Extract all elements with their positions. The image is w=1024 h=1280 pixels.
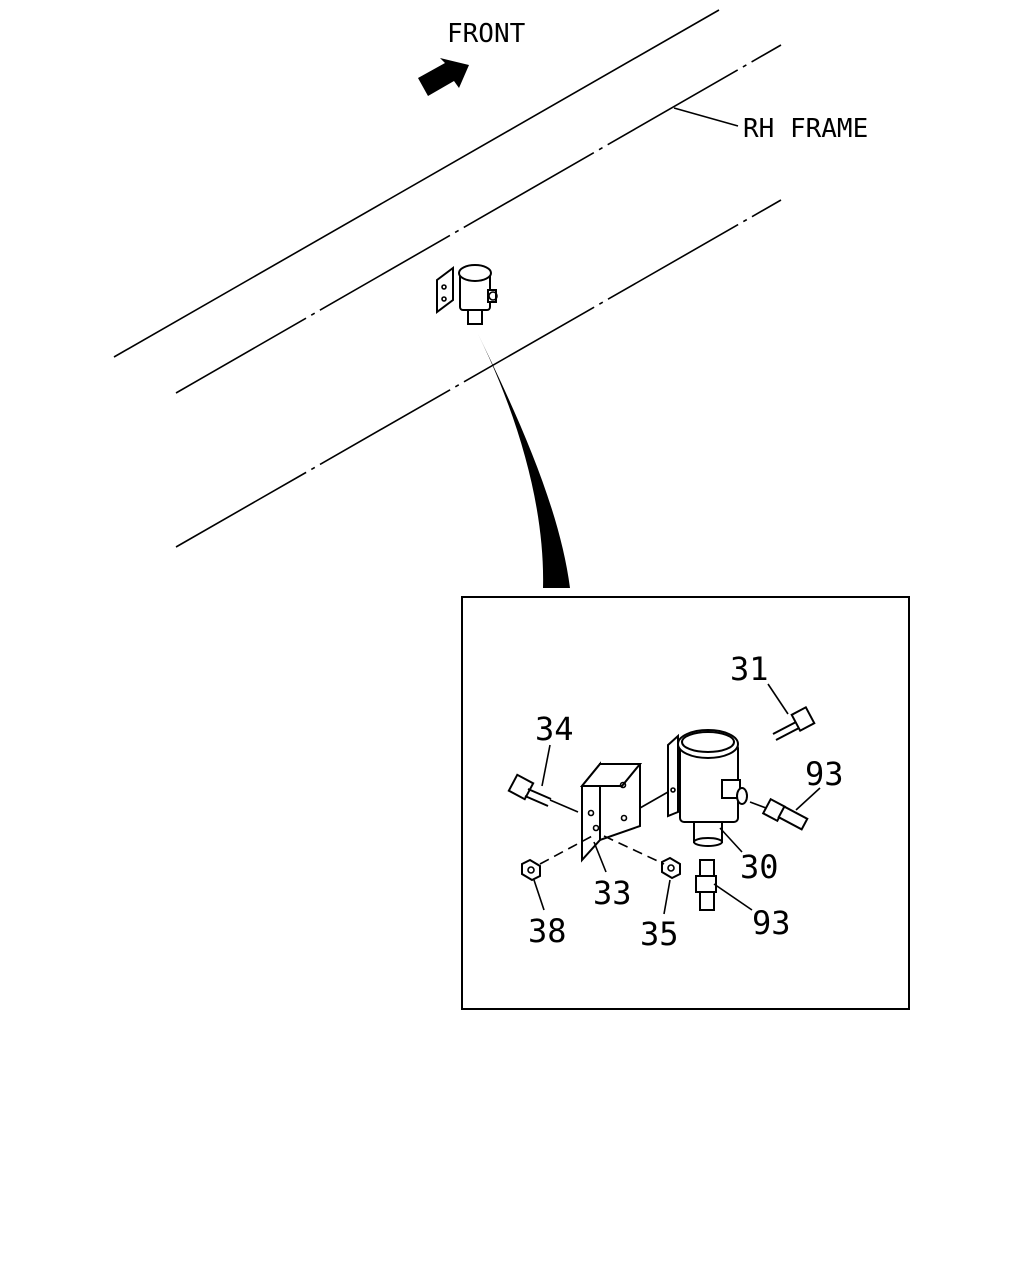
reservoir-small-icon (436, 264, 498, 325)
fitting-93-lower-icon (695, 859, 717, 911)
frame-rail-middle (175, 44, 782, 394)
callout-35: 35 (640, 915, 679, 953)
bolt-34-icon (507, 773, 579, 813)
frame-rails (113, 9, 782, 548)
bracket-to-reservoir-line (639, 791, 669, 809)
frame-label: RH FRAME (743, 114, 868, 144)
bracket-icon (579, 761, 643, 863)
bolt-31-icon (772, 705, 816, 741)
front-arrow-icon (418, 58, 469, 96)
detail-pointer (478, 334, 570, 588)
callout-38: 38 (528, 912, 567, 950)
leader-33 (593, 841, 607, 873)
fitting-93-upper-icon (749, 797, 809, 831)
leader-35 (663, 879, 671, 915)
callout-34: 34 (535, 710, 574, 748)
callout-93-upper: 93 (805, 755, 844, 793)
callout-31: 31 (730, 650, 769, 688)
callout-33: 33 (593, 874, 632, 912)
leader-30 (719, 827, 743, 853)
leader-93-lower (713, 883, 753, 911)
assembly-line-left (539, 833, 597, 865)
frame-rail-lower (175, 199, 782, 548)
frame-leader-line (673, 107, 739, 127)
front-label: FRONT (447, 19, 526, 49)
callout-30: 30 (740, 848, 779, 886)
nut-38-icon (521, 858, 541, 882)
assembly-line-right (603, 835, 665, 865)
leader-31 (767, 683, 789, 715)
leader-34 (541, 744, 551, 787)
leader-93-upper (795, 787, 821, 811)
leader-38 (533, 879, 545, 911)
callout-93-lower: 93 (752, 904, 791, 942)
nut-35-icon (661, 856, 681, 880)
reservoir-icon (667, 729, 748, 847)
frame-rail-upper (113, 9, 720, 358)
